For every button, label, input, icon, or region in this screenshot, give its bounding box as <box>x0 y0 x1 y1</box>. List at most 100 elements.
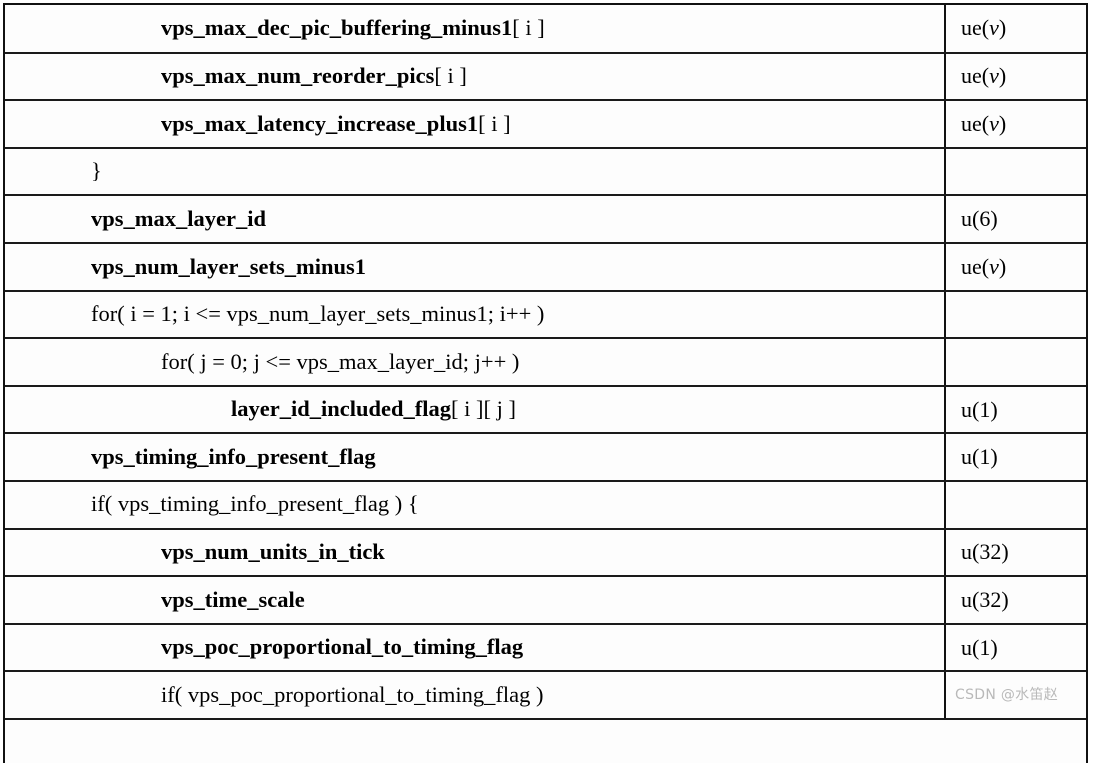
table-row: vps_max_layer_id u(6) <box>5 195 1086 244</box>
descriptor-cell: u(32) <box>944 576 1086 625</box>
syntax-element-text: vps_time_scale <box>5 586 944 612</box>
syntax-element-name: vps_time_scale <box>161 586 305 612</box>
syntax-table-container: vps_max_dec_pic_buffering_minus1[ i ]ue(… <box>3 3 1088 763</box>
syntax-element-subscript: [ i ] <box>512 15 545 41</box>
syntax-element-name: vps_num_units_in_tick <box>161 539 385 565</box>
syntax-element-subscript: [ i ][ j ] <box>451 396 516 422</box>
syntax-element-text: } <box>5 160 944 183</box>
syntax-element-name: if( vps_poc_proportional_to_timing_flag … <box>161 681 544 707</box>
syntax-element-text: vps_timing_info_present_flag <box>5 443 944 469</box>
syntax-element-cell: vps_max_dec_pic_buffering_minus1[ i ] <box>5 5 945 54</box>
descriptor-cell <box>944 480 1086 530</box>
syntax-element-text: vps_num_layer_sets_minus1 <box>5 253 944 279</box>
syntax-element-cell: vps_max_layer_id <box>5 195 945 244</box>
descriptor-cell <box>944 147 1086 197</box>
table-row: vps_max_num_reorder_pics[ i ]ue(v) <box>5 52 1086 102</box>
table-row: vps_time_scale u(32) <box>5 576 1086 625</box>
syntax-element-cell: vps_max_num_reorder_pics[ i ] <box>5 52 945 102</box>
syntax-element-text: for( i = 1; i <= vps_num_layer_sets_minu… <box>5 301 944 327</box>
syntax-element-cell: vps_poc_proportional_to_timing_flag <box>5 623 945 673</box>
syntax-element-cell: layer_id_included_flag[ i ][ j ] <box>5 385 945 435</box>
descriptor-cell: ue(v) <box>944 100 1086 149</box>
syntax-element-cell: vps_timing_info_present_flag <box>5 433 945 482</box>
syntax-element-text: if( vps_timing_info_present_flag ) { <box>5 493 944 516</box>
syntax-element-name: if( vps_timing_info_present_flag ) { <box>91 491 419 517</box>
syntax-element-subscript: [ i ] <box>478 110 511 136</box>
syntax-element-name: vps_max_layer_id <box>91 205 267 231</box>
table-row: vps_poc_proportional_to_timing_flag u(1) <box>5 623 1086 673</box>
table-row: } <box>5 147 1086 197</box>
descriptor-cell <box>944 338 1086 387</box>
descriptor-variable: v <box>989 63 999 89</box>
descriptor-text: u(32) <box>961 539 1009 565</box>
csdn-watermark: CSDN @水笛赵 <box>955 687 1059 703</box>
syntax-element-name: vps_max_dec_pic_buffering_minus1 <box>161 15 513 41</box>
descriptor-variable: v <box>989 253 999 279</box>
syntax-element-name: vps_poc_proportional_to_timing_flag <box>161 634 524 660</box>
descriptor-cell: u(1) <box>944 385 1086 435</box>
table-row: if( vps_timing_info_present_flag ) { <box>5 480 1086 530</box>
syntax-element-cell: if( vps_poc_proportional_to_timing_flag … <box>5 671 945 720</box>
syntax-element-cell: vps_time_scale <box>5 576 945 625</box>
syntax-element-text: for( j = 0; j <= vps_max_layer_id; j++ ) <box>5 348 944 374</box>
descriptor-text-suffix: ) <box>998 15 1007 41</box>
descriptor-cell: u(1) <box>944 433 1086 482</box>
table-row: for( j = 0; j <= vps_max_layer_id; j++ ) <box>5 338 1086 387</box>
descriptor-text-suffix: ) <box>998 110 1007 136</box>
descriptor-text: u(1) <box>961 396 998 422</box>
syntax-element-text: vps_poc_proportional_to_timing_flag <box>5 636 944 659</box>
descriptor-text-suffix: ) <box>998 253 1007 279</box>
table-row: if( vps_poc_proportional_to_timing_flag … <box>5 671 1086 720</box>
descriptor-cell <box>944 671 1086 720</box>
syntax-element-name: vps_timing_info_present_flag <box>91 443 376 469</box>
syntax-element-cell: if( vps_timing_info_present_flag ) { <box>5 480 945 530</box>
descriptor-cell: u(6) <box>944 195 1086 244</box>
descriptor-cell: u(32) <box>944 528 1086 578</box>
syntax-table: vps_max_dec_pic_buffering_minus1[ i ]ue(… <box>5 5 1086 720</box>
syntax-element-text: vps_max_latency_increase_plus1[ i ] <box>5 110 944 136</box>
descriptor-cell: ue(v) <box>944 242 1086 292</box>
syntax-element-text: layer_id_included_flag[ i ][ j ] <box>5 398 944 421</box>
syntax-element-cell: for( i = 1; i <= vps_num_layer_sets_minu… <box>5 290 945 340</box>
syntax-element-name: for( i = 1; i <= vps_num_layer_sets_minu… <box>91 301 545 327</box>
descriptor-text: ue( <box>961 110 990 136</box>
syntax-element-cell: vps_num_layer_sets_minus1 <box>5 242 945 292</box>
descriptor-text: u(32) <box>961 586 1009 612</box>
syntax-element-name: } <box>91 158 102 184</box>
descriptor-text: u(1) <box>961 634 998 660</box>
syntax-element-text: vps_num_units_in_tick <box>5 539 944 565</box>
syntax-element-name: vps_max_num_reorder_pics <box>161 63 435 89</box>
syntax-element-name: for( j = 0; j <= vps_max_layer_id; j++ ) <box>161 348 520 374</box>
descriptor-cell: ue(v) <box>944 52 1086 102</box>
table-row: for( i = 1; i <= vps_num_layer_sets_minu… <box>5 290 1086 340</box>
descriptor-text: u(6) <box>961 206 998 232</box>
table-row: vps_num_layer_sets_minus1 ue(v) <box>5 242 1086 292</box>
descriptor-cell: ue(v) <box>944 5 1086 54</box>
table-row: vps_num_units_in_tick u(32) <box>5 528 1086 578</box>
syntax-element-name: vps_max_latency_increase_plus1 <box>161 110 479 136</box>
syntax-element-cell: for( j = 0; j <= vps_max_layer_id; j++ ) <box>5 338 945 387</box>
syntax-element-cell: } <box>5 147 945 197</box>
descriptor-text: ue( <box>961 15 990 41</box>
table-row: vps_max_latency_increase_plus1[ i ]ue(v) <box>5 100 1086 149</box>
descriptor-variable: v <box>989 15 999 41</box>
descriptor-variable: v <box>989 110 999 136</box>
syntax-table-body: vps_max_dec_pic_buffering_minus1[ i ]ue(… <box>5 5 1086 720</box>
table-row: vps_timing_info_present_flag u(1) <box>5 433 1086 482</box>
syntax-element-text: if( vps_poc_proportional_to_timing_flag … <box>5 681 944 707</box>
descriptor-text-suffix: ) <box>998 63 1007 89</box>
syntax-element-text: vps_max_dec_pic_buffering_minus1[ i ] <box>5 15 944 41</box>
descriptor-text: ue( <box>961 253 990 279</box>
syntax-element-cell: vps_num_units_in_tick <box>5 528 945 578</box>
syntax-element-subscript: [ i ] <box>434 63 467 89</box>
descriptor-text: u(1) <box>961 444 998 470</box>
syntax-element-cell: vps_max_latency_increase_plus1[ i ] <box>5 100 945 149</box>
syntax-element-text: vps_max_num_reorder_pics[ i ] <box>5 63 944 89</box>
syntax-element-name: layer_id_included_flag <box>231 396 452 422</box>
syntax-element-name: vps_num_layer_sets_minus1 <box>91 253 367 279</box>
table-row: layer_id_included_flag[ i ][ j ] u(1) <box>5 385 1086 435</box>
table-row: vps_max_dec_pic_buffering_minus1[ i ]ue(… <box>5 5 1086 54</box>
descriptor-cell: u(1) <box>944 623 1086 673</box>
syntax-element-text: vps_max_layer_id <box>5 205 944 231</box>
descriptor-cell <box>944 290 1086 340</box>
